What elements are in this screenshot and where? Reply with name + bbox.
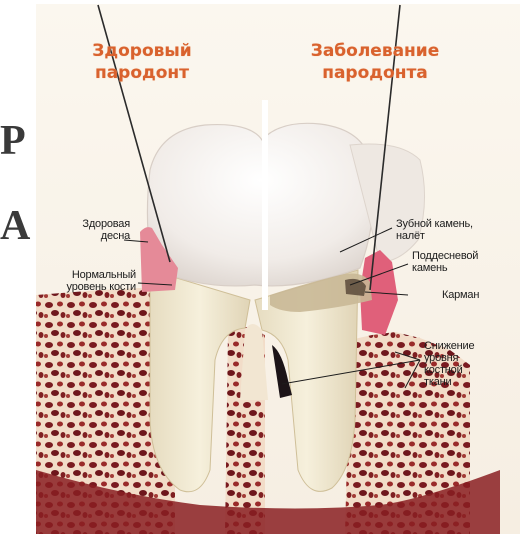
label-tartar: Зубной камень, налёт [396,218,518,242]
label-healthy-gum-line1: Здоровая [50,218,130,230]
tooth-crown [147,123,373,286]
label-normal-bone-line1: Нормальный [36,269,136,281]
side-glyph-bottom: А [0,205,30,247]
label-tartar-line2: налёт [396,230,518,242]
label-pocket-line1: Карман [442,289,512,301]
label-bone-loss-line4: ткани [424,376,514,388]
heading-disease-line1: Заболевание [280,40,470,62]
label-normal-bone: Нормальный уровень кости [36,269,136,293]
heading-healthy: Здоровый пародонт [62,40,222,84]
label-bone-loss: Снижение уровня костной ткани [424,340,514,388]
heading-healthy-line1: Здоровый [62,40,222,62]
side-glyph-top: Р [0,120,26,162]
label-pocket: Карман [442,289,512,301]
label-healthy-gum-line2: десна [50,230,130,242]
heading-disease-line2: пародонта [280,62,470,84]
label-bone-loss-line3: костной [424,364,514,376]
label-normal-bone-line2: уровень кости [36,281,136,293]
label-bone-loss-line1: Снижение [424,340,514,352]
label-healthy-gum: Здоровая десна [50,218,130,242]
label-subgingival-line1: Поддесневой [412,250,512,262]
heading-disease: Заболевание пародонта [280,40,470,84]
center-divider [262,100,268,310]
label-subgingival-line2: камень [412,262,512,274]
heading-healthy-line2: пародонт [62,62,222,84]
label-bone-loss-line2: уровня [424,352,514,364]
label-tartar-line1: Зубной камень, [396,218,518,230]
label-subgingival: Поддесневой камень [412,250,512,274]
